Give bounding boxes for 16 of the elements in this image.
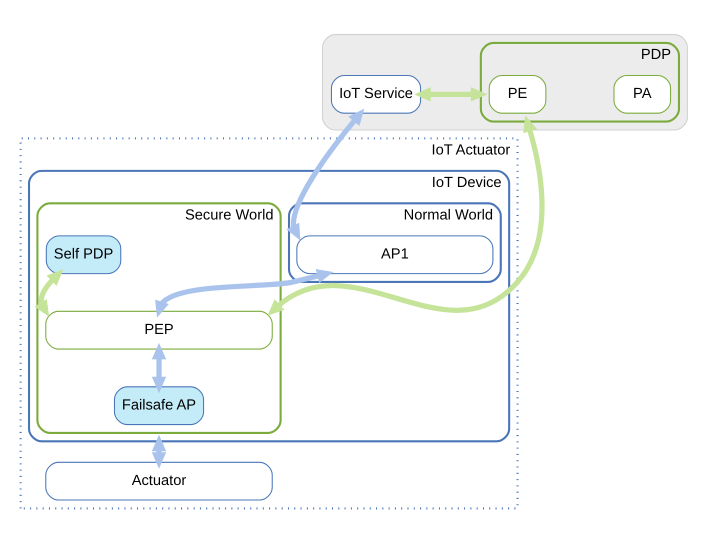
cluster	[322, 34, 688, 130]
arrow	[286, 108, 364, 240]
node-box: IoT Service	[330, 74, 422, 114]
node-box: Actuator	[45, 461, 273, 500]
arrow	[152, 342, 166, 393]
node-box: PEP	[45, 310, 273, 350]
arrow	[34, 268, 64, 316]
arrow	[152, 434, 166, 468]
arrow	[414, 86, 488, 102]
node-box: Self PDP	[46, 234, 122, 274]
node-box: Failsafe AP	[114, 386, 204, 425]
arrow	[155, 268, 334, 318]
arrow	[267, 114, 545, 316]
node-box: PA	[613, 74, 672, 114]
node-box: PE	[488, 74, 546, 114]
node-box: AP1	[296, 234, 494, 274]
